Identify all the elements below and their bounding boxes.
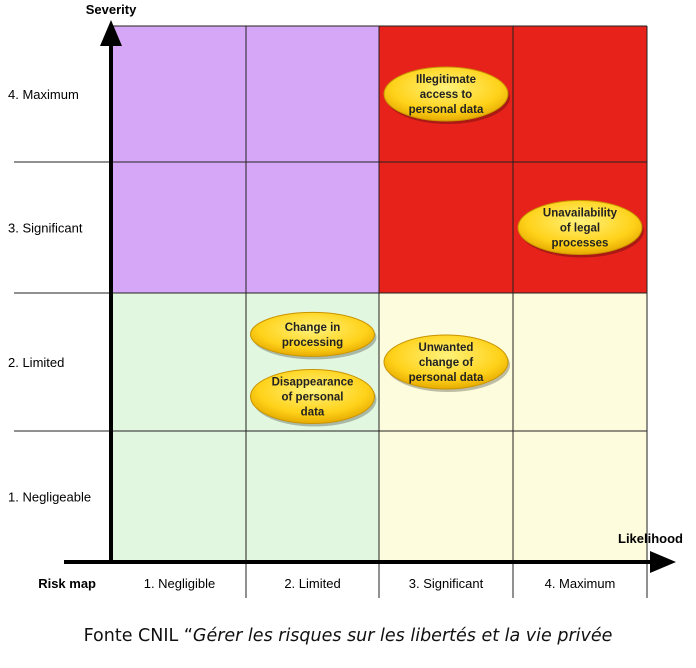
risk-cells xyxy=(113,26,647,562)
cell-l1-s4 xyxy=(113,26,246,162)
source-caption: Fonte CNIL “Gérer les risques sur les li… xyxy=(0,626,696,646)
risk-label-line: processes xyxy=(552,238,609,250)
caption-prefix: Fonte CNIL “ xyxy=(83,626,193,646)
risk-bubble-shape xyxy=(517,200,643,255)
risk-bubble-shape xyxy=(383,334,509,390)
severity-label-4: 4. Maximum xyxy=(8,87,79,102)
risk-label-line: data xyxy=(301,407,325,419)
axes: Severity Likelihood Risk map xyxy=(38,2,683,591)
cell-l4-s2 xyxy=(513,293,647,431)
severity-label-2: 2. Limited xyxy=(8,355,64,370)
risk-label-line: personal data xyxy=(409,104,484,116)
cell-l2-s1 xyxy=(246,431,379,562)
risk-bubble-shape xyxy=(383,66,509,122)
likelihood-label-2: 2. Limited xyxy=(284,576,340,591)
x-axis-arrowhead xyxy=(650,551,676,573)
x-axis-title: Likelihood xyxy=(618,531,683,546)
risk-label-line: access to xyxy=(420,89,472,101)
risk-label-line: of legal xyxy=(560,223,600,235)
cell-l3-s1 xyxy=(379,431,513,562)
risk-bubble-shape xyxy=(250,369,375,424)
likelihood-labels: 1. Negligible 2. Limited 3. Significant 4. … xyxy=(144,576,616,591)
caption-title: Gérer les risques sur les libertés et la… xyxy=(192,626,613,646)
risk-label-line: Unwanted xyxy=(419,342,474,354)
cell-l4-s1 xyxy=(513,431,647,562)
risk-label-line: processing xyxy=(282,337,343,349)
risk-bubble-3: Change in processing xyxy=(250,311,377,360)
risk-label-line: Change in xyxy=(285,322,341,334)
cell-l2-s4 xyxy=(246,26,379,162)
cell-l1-s3 xyxy=(113,162,246,293)
cell-l3-s3 xyxy=(379,162,513,293)
y-axis-title: Severity xyxy=(86,2,137,17)
cell-l1-s2 xyxy=(113,293,246,431)
risk-bubble-4: Disappearance of personal data xyxy=(250,369,377,427)
cell-l2-s3 xyxy=(246,162,379,293)
y-axis-arrowhead xyxy=(100,20,122,46)
risk-bubble-5: Unwanted change of personal data xyxy=(383,334,510,392)
risk-bubble-1: Illegitimate access to personal data xyxy=(383,66,510,124)
likelihood-label-1: 1. Negligible xyxy=(144,576,216,591)
risk-bubble-2: Unavailability of legal processes xyxy=(517,200,644,258)
risk-label-line: of personal xyxy=(282,392,344,404)
grid-lines xyxy=(14,25,648,598)
risk-bubble-shape xyxy=(250,311,375,357)
severity-labels: 1. Negligeable 2. Limited 3. Significant 4.… xyxy=(8,87,91,505)
risk-label-line: Disappearance xyxy=(272,377,354,389)
risk-label-line: personal data xyxy=(409,372,484,384)
risk-map-diagram: Severity Likelihood Risk map 1. Negligea… xyxy=(8,2,683,598)
cell-l4-s4 xyxy=(513,26,647,162)
risk-map-label: Risk map xyxy=(38,576,96,591)
severity-label-1: 1. Negligeable xyxy=(8,490,91,505)
cell-l1-s1 xyxy=(113,431,246,562)
likelihood-label-3: 3. Significant xyxy=(409,576,484,591)
severity-label-3: 3. Significant xyxy=(8,221,83,236)
risk-label-line: Unavailability xyxy=(543,208,618,220)
risk-label-line: Illegitimate xyxy=(416,74,476,86)
likelihood-label-4: 4. Maximum xyxy=(545,576,616,591)
risk-label-line: change of xyxy=(419,357,473,369)
